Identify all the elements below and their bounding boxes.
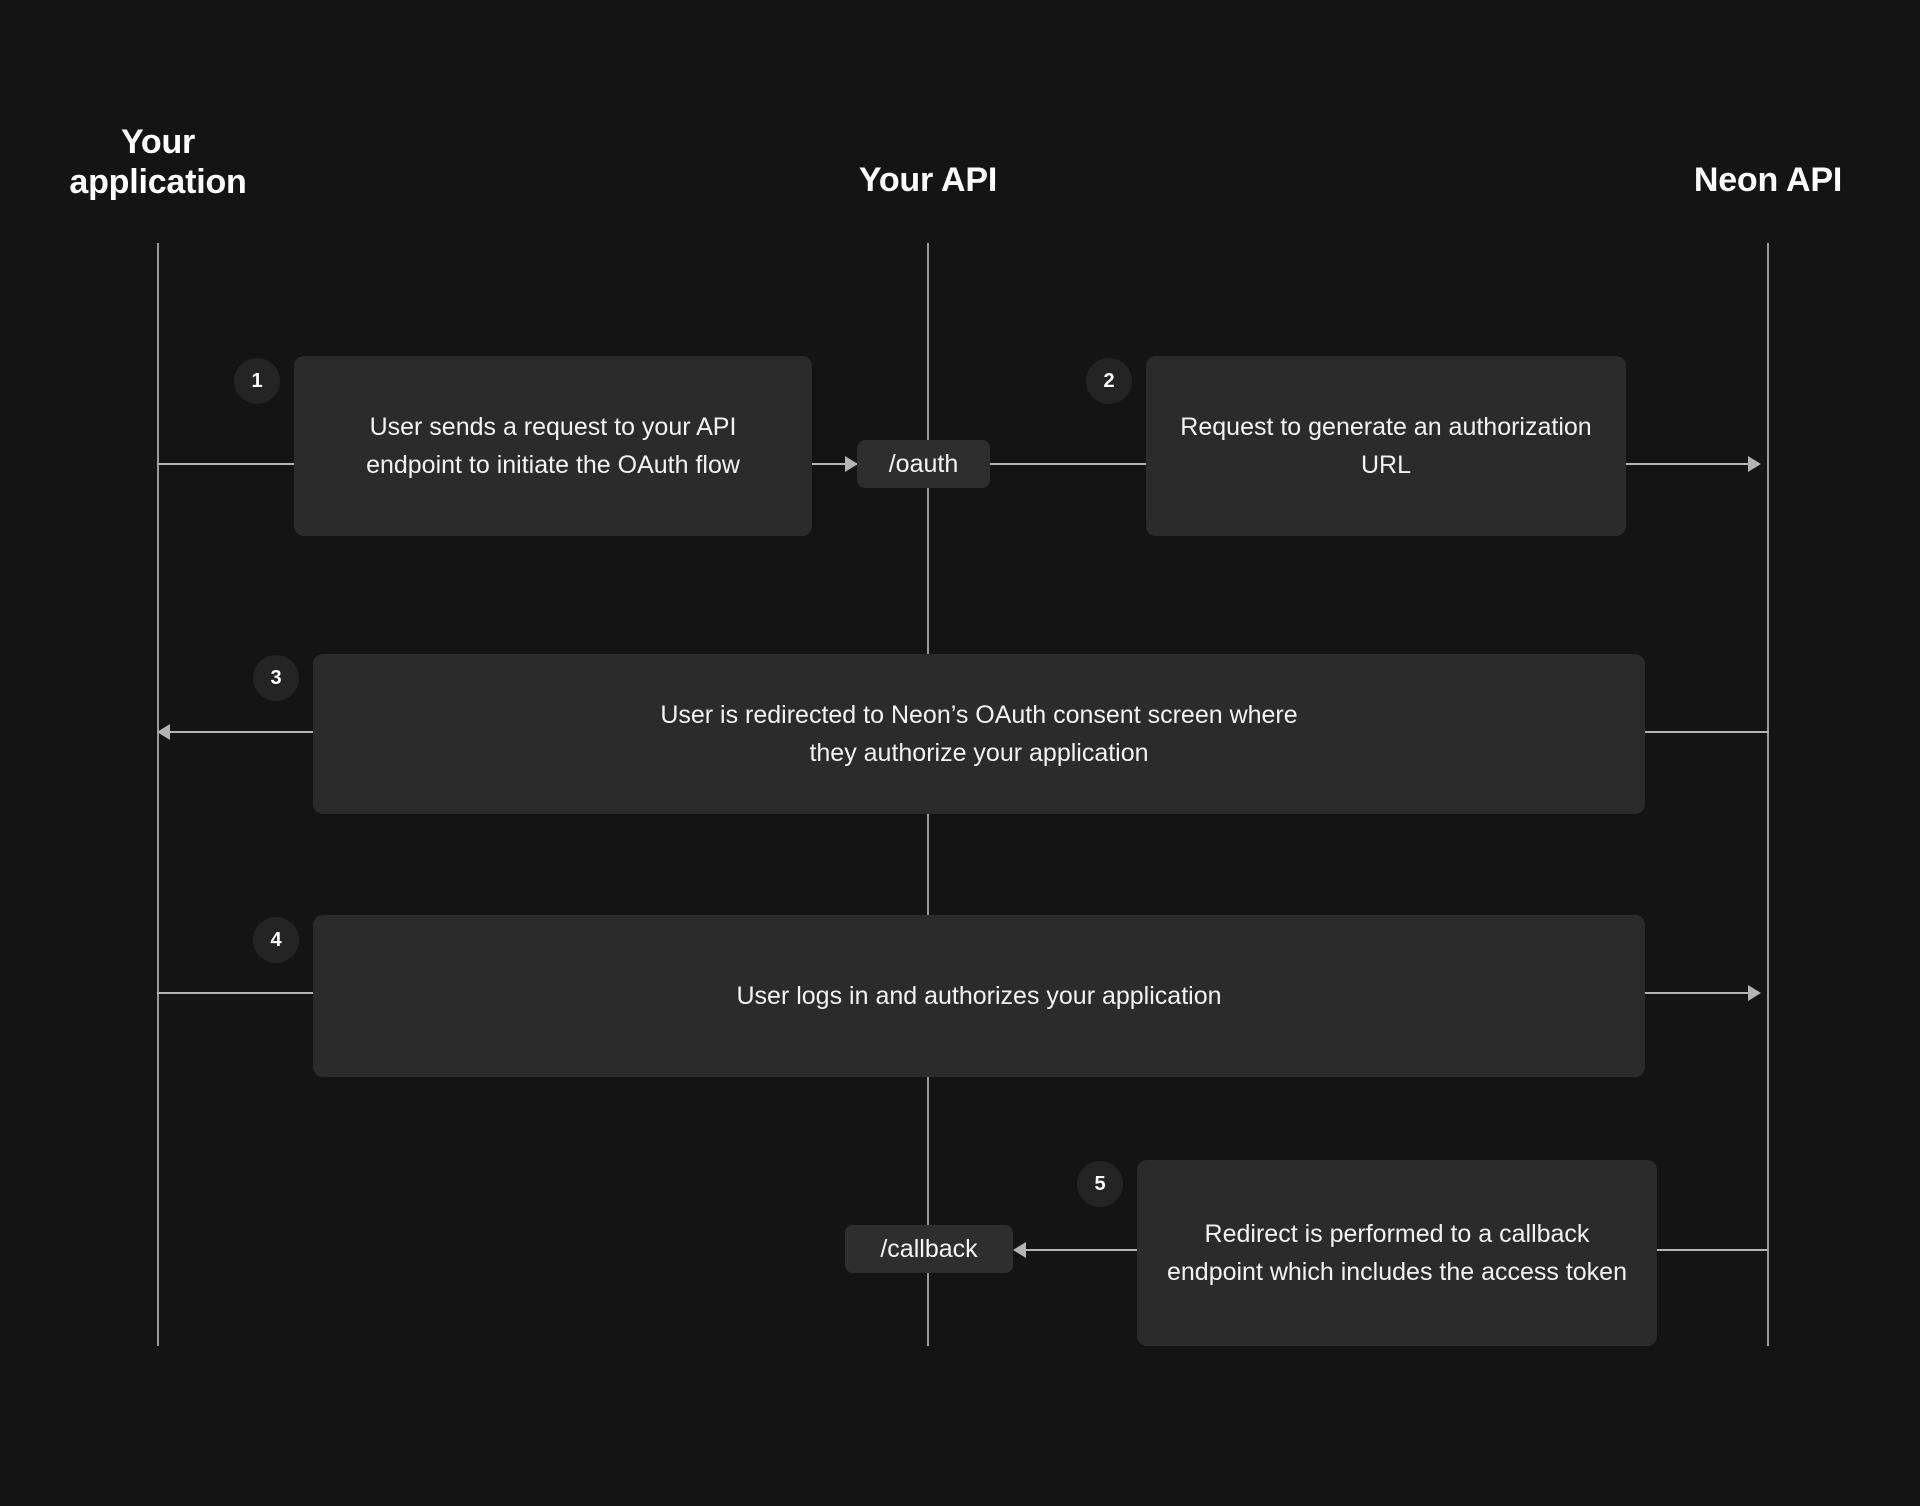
- step-badge-4: 4: [253, 917, 299, 963]
- actor-label-neon-api: Neon API: [1693, 161, 1843, 199]
- step-badge-3: 3: [253, 655, 299, 701]
- arrowhead-step-2-right-icon: [1748, 456, 1761, 472]
- connector-step-5-left: [1026, 1249, 1137, 1251]
- arrowhead-step-3-left-icon: [157, 724, 170, 740]
- step-box-4: User logs in and authorizes your applica…: [313, 915, 1645, 1077]
- connector-step-2-right: [1626, 463, 1756, 465]
- step-badge-1: 1: [234, 358, 280, 404]
- step-box-3: User is redirected to Neon’s OAuth conse…: [313, 654, 1645, 814]
- arrowhead-step-4-right-icon: [1748, 985, 1761, 1001]
- endpoint-pill-oauth[interactable]: /oauth: [857, 440, 990, 488]
- connector-step-5-right: [1657, 1249, 1767, 1251]
- lifeline-neon-api: [1767, 243, 1769, 1346]
- arrowhead-step-1-right-icon: [845, 456, 858, 472]
- step-badge-5: 5: [1077, 1161, 1123, 1207]
- connector-step-2-left: [990, 463, 1146, 465]
- connector-step-4-left: [157, 992, 313, 994]
- step-badge-2: 2: [1086, 358, 1132, 404]
- connector-step-3-right: [1645, 731, 1769, 733]
- actor-label-your-api: Your API: [858, 161, 998, 199]
- connector-step-4-right: [1645, 992, 1756, 994]
- arrowhead-step-5-left-icon: [1013, 1242, 1026, 1258]
- endpoint-pill-callback[interactable]: /callback: [845, 1225, 1013, 1273]
- step-box-5: Redirect is performed to a callback endp…: [1137, 1160, 1657, 1346]
- connector-step-3-left: [170, 731, 313, 733]
- step-box-1: User sends a request to your API endpoin…: [294, 356, 812, 536]
- actor-label-application: Your application: [69, 123, 247, 202]
- step-box-2: Request to generate an authorization URL: [1146, 356, 1626, 536]
- lifeline-application: [157, 243, 159, 1346]
